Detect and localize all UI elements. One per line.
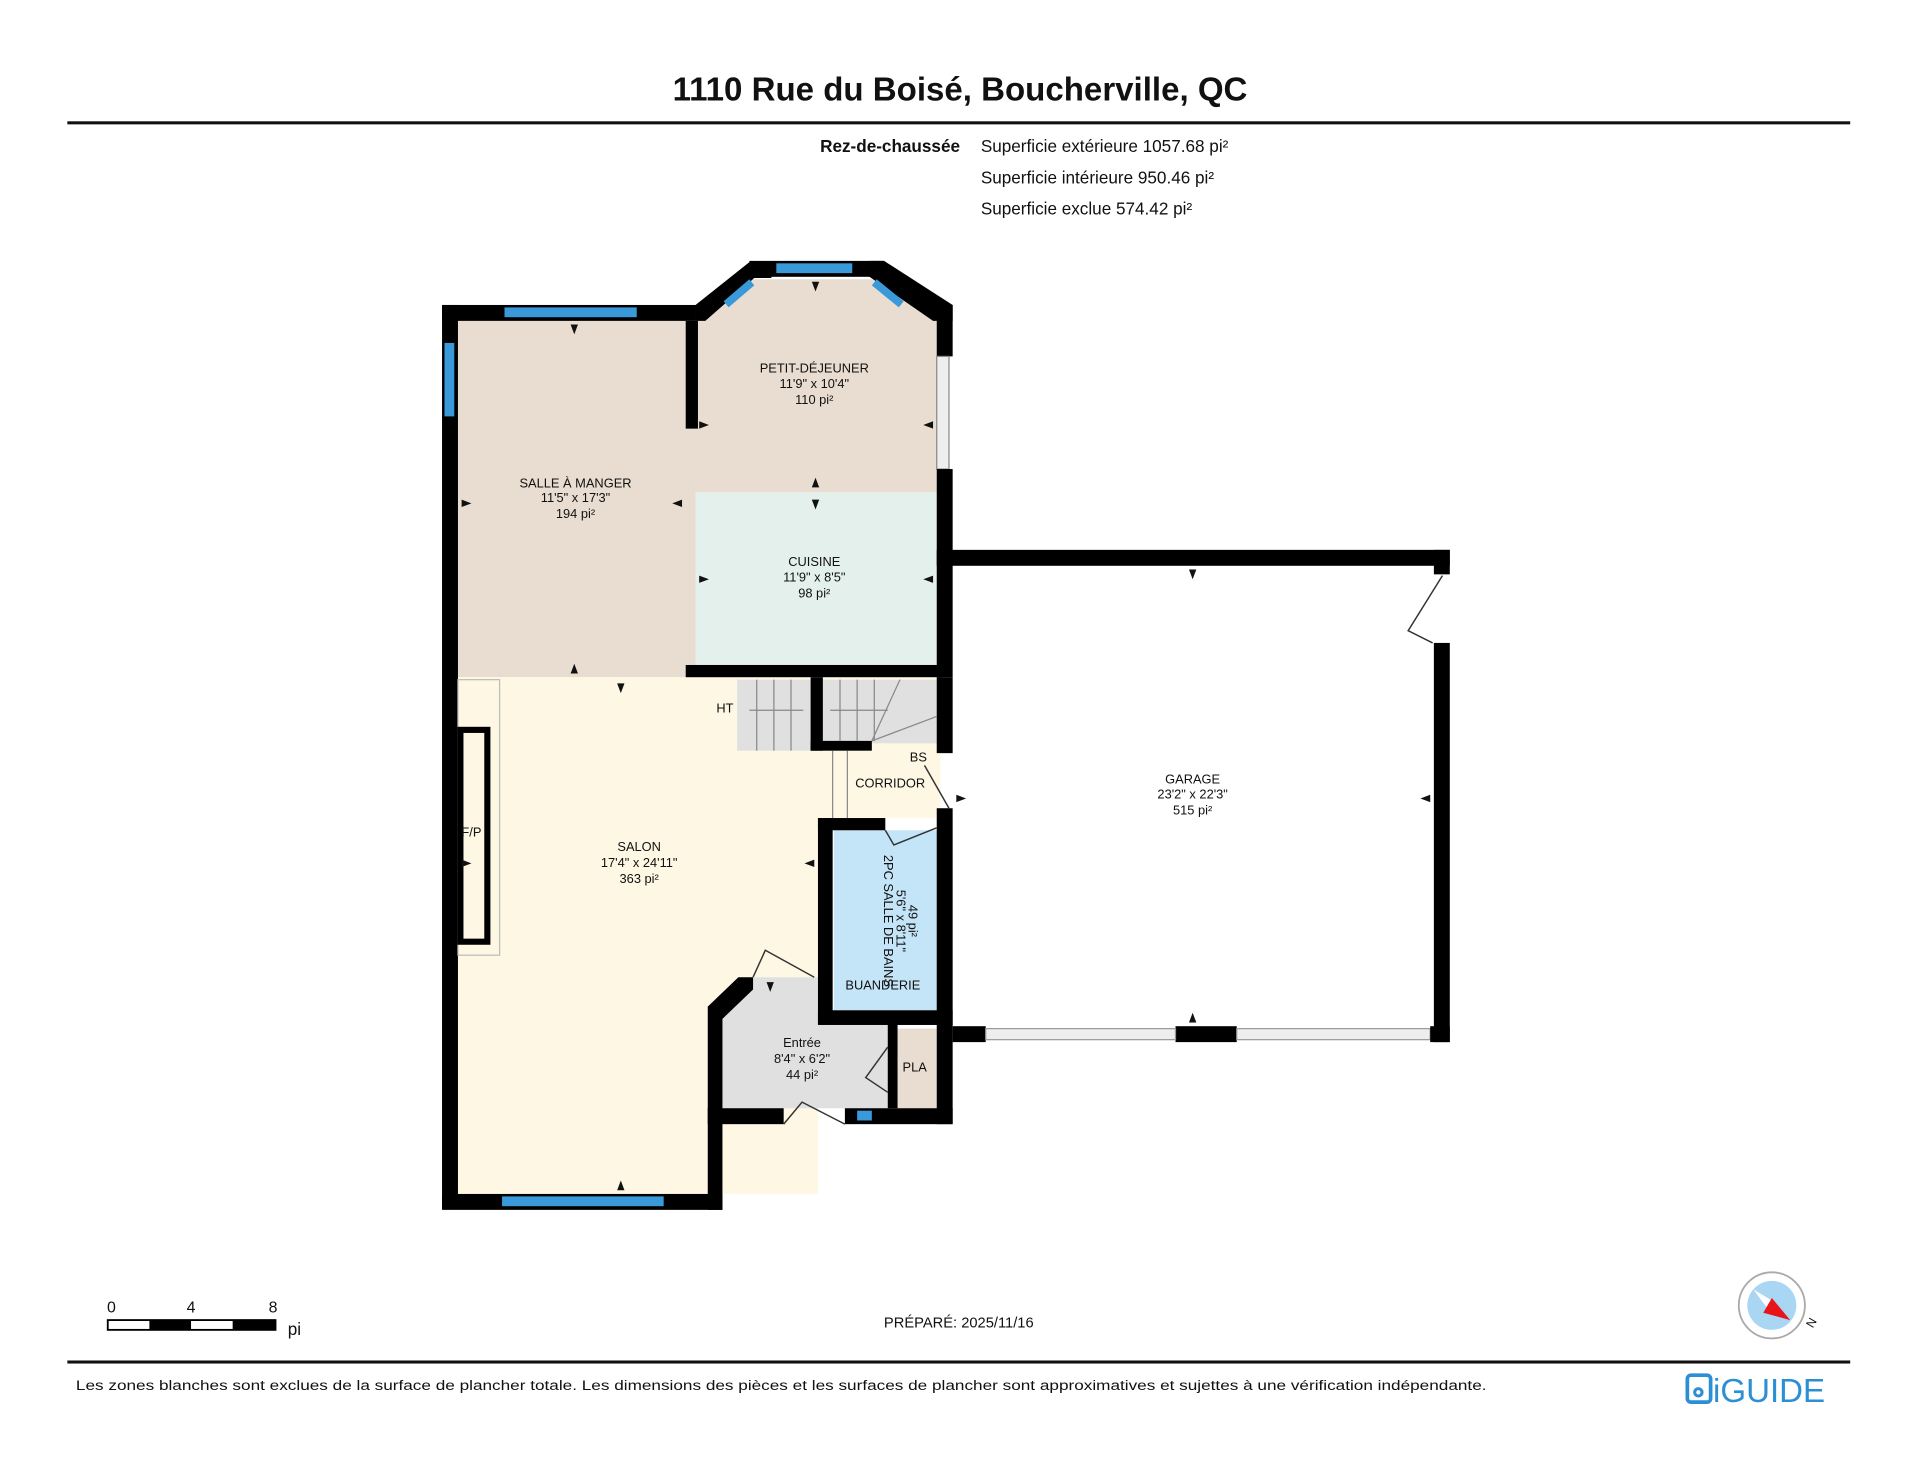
svg-text:0: 0 xyxy=(107,1300,116,1317)
svg-text:CUISINE: CUISINE xyxy=(788,554,841,569)
page-title: 1110 Rue du Boisé, Boucherville, QC xyxy=(673,71,1248,108)
footer-rule xyxy=(67,1360,1851,1364)
room-petit-dejeuner: PETIT-DÉJEUNER 11'9" x 10'4" 110 pi² xyxy=(760,360,869,407)
floor-name: Rez-de-chaussée xyxy=(820,136,960,156)
header-rule xyxy=(67,121,1851,125)
svg-text:11'5" x 17'3": 11'5" x 17'3" xyxy=(541,490,611,505)
room-cuisine: CUISINE 11'9" x 8'5" 98 pi² xyxy=(783,554,846,601)
svg-text:4: 4 xyxy=(187,1300,196,1317)
svg-text:SALLE À MANGER: SALLE À MANGER xyxy=(519,475,631,490)
area-excluded: Superficie exclue 574.42 pi² xyxy=(981,198,1193,218)
svg-text:98 pi²: 98 pi² xyxy=(798,586,831,601)
svg-text:363 pi²: 363 pi² xyxy=(620,871,660,886)
svg-text:515 pi²: 515 pi² xyxy=(1173,802,1213,817)
room-fills xyxy=(457,279,943,1194)
dimension-arrows xyxy=(461,281,1431,1191)
svg-text:11'9" x 8'5": 11'9" x 8'5" xyxy=(783,570,846,585)
label-pla: PLA xyxy=(903,1060,928,1075)
svg-text:8: 8 xyxy=(269,1300,278,1317)
area-exterior: Superficie extérieure 1057.68 pi² xyxy=(981,136,1229,156)
svg-text:23'2" x 22'3": 23'2" x 22'3" xyxy=(1157,786,1228,801)
room-salon: SALON 17'4" x 24'11" 363 pi² xyxy=(601,839,678,886)
svg-text:PETIT-DÉJEUNER: PETIT-DÉJEUNER xyxy=(760,360,869,375)
scale-bar: 0 4 8 pi xyxy=(106,1300,301,1339)
svg-text:iGUIDE: iGUIDE xyxy=(1713,1373,1825,1410)
svg-text:11'9" x 10'4": 11'9" x 10'4" xyxy=(780,376,850,391)
room-salle-a-manger: SALLE À MANGER 11'5" x 17'3" 194 pi² xyxy=(519,475,631,521)
label-ht: HT xyxy=(716,701,733,716)
svg-text:GARAGE: GARAGE xyxy=(1165,772,1220,787)
room-salle-de-bains: 2PC SALLE DE BAINS 5'6" x 8'11" 49 pi² xyxy=(881,855,920,987)
svg-text:8'4" x 6'2": 8'4" x 6'2" xyxy=(774,1051,831,1066)
svg-text:5'6" x 8'11": 5'6" x 8'11" xyxy=(893,890,908,953)
svg-text:194 pi²: 194 pi² xyxy=(556,506,596,521)
area-interior: Superficie intérieure 950.46 pi² xyxy=(981,168,1215,188)
prepared-date: PRÉPARÉ: 2025/11/16 xyxy=(884,1314,1034,1331)
compass-icon: N xyxy=(1737,1271,1820,1340)
svg-text:pi: pi xyxy=(288,1319,301,1339)
svg-text:Entrée: Entrée xyxy=(783,1035,821,1050)
label-fireplace: F/P xyxy=(461,824,481,839)
disclaimer: Les zones blanches sont exclues de la su… xyxy=(76,1377,1487,1393)
svg-text:N: N xyxy=(1803,1315,1820,1330)
iguide-logo: iGUIDE xyxy=(1685,1373,1825,1410)
svg-text:SALON: SALON xyxy=(617,839,661,854)
svg-text:110 pi²: 110 pi² xyxy=(795,392,834,407)
room-entree: Entrée 8'4" x 6'2" 44 pi² xyxy=(774,1035,831,1082)
label-bs: BS xyxy=(910,750,927,765)
label-corridor: CORRIDOR xyxy=(855,775,925,790)
svg-text:44 pi²: 44 pi² xyxy=(786,1067,819,1082)
label-buanderie: BUANDERIE xyxy=(845,977,920,992)
svg-text:2PC SALLE DE BAINS: 2PC SALLE DE BAINS xyxy=(881,855,896,987)
windows xyxy=(444,263,904,1207)
room-garage: GARAGE 23'2" x 22'3" 515 pi² xyxy=(1157,772,1228,818)
svg-text:49 pi²: 49 pi² xyxy=(906,905,921,938)
svg-text:17'4" x 24'11": 17'4" x 24'11" xyxy=(601,855,678,870)
